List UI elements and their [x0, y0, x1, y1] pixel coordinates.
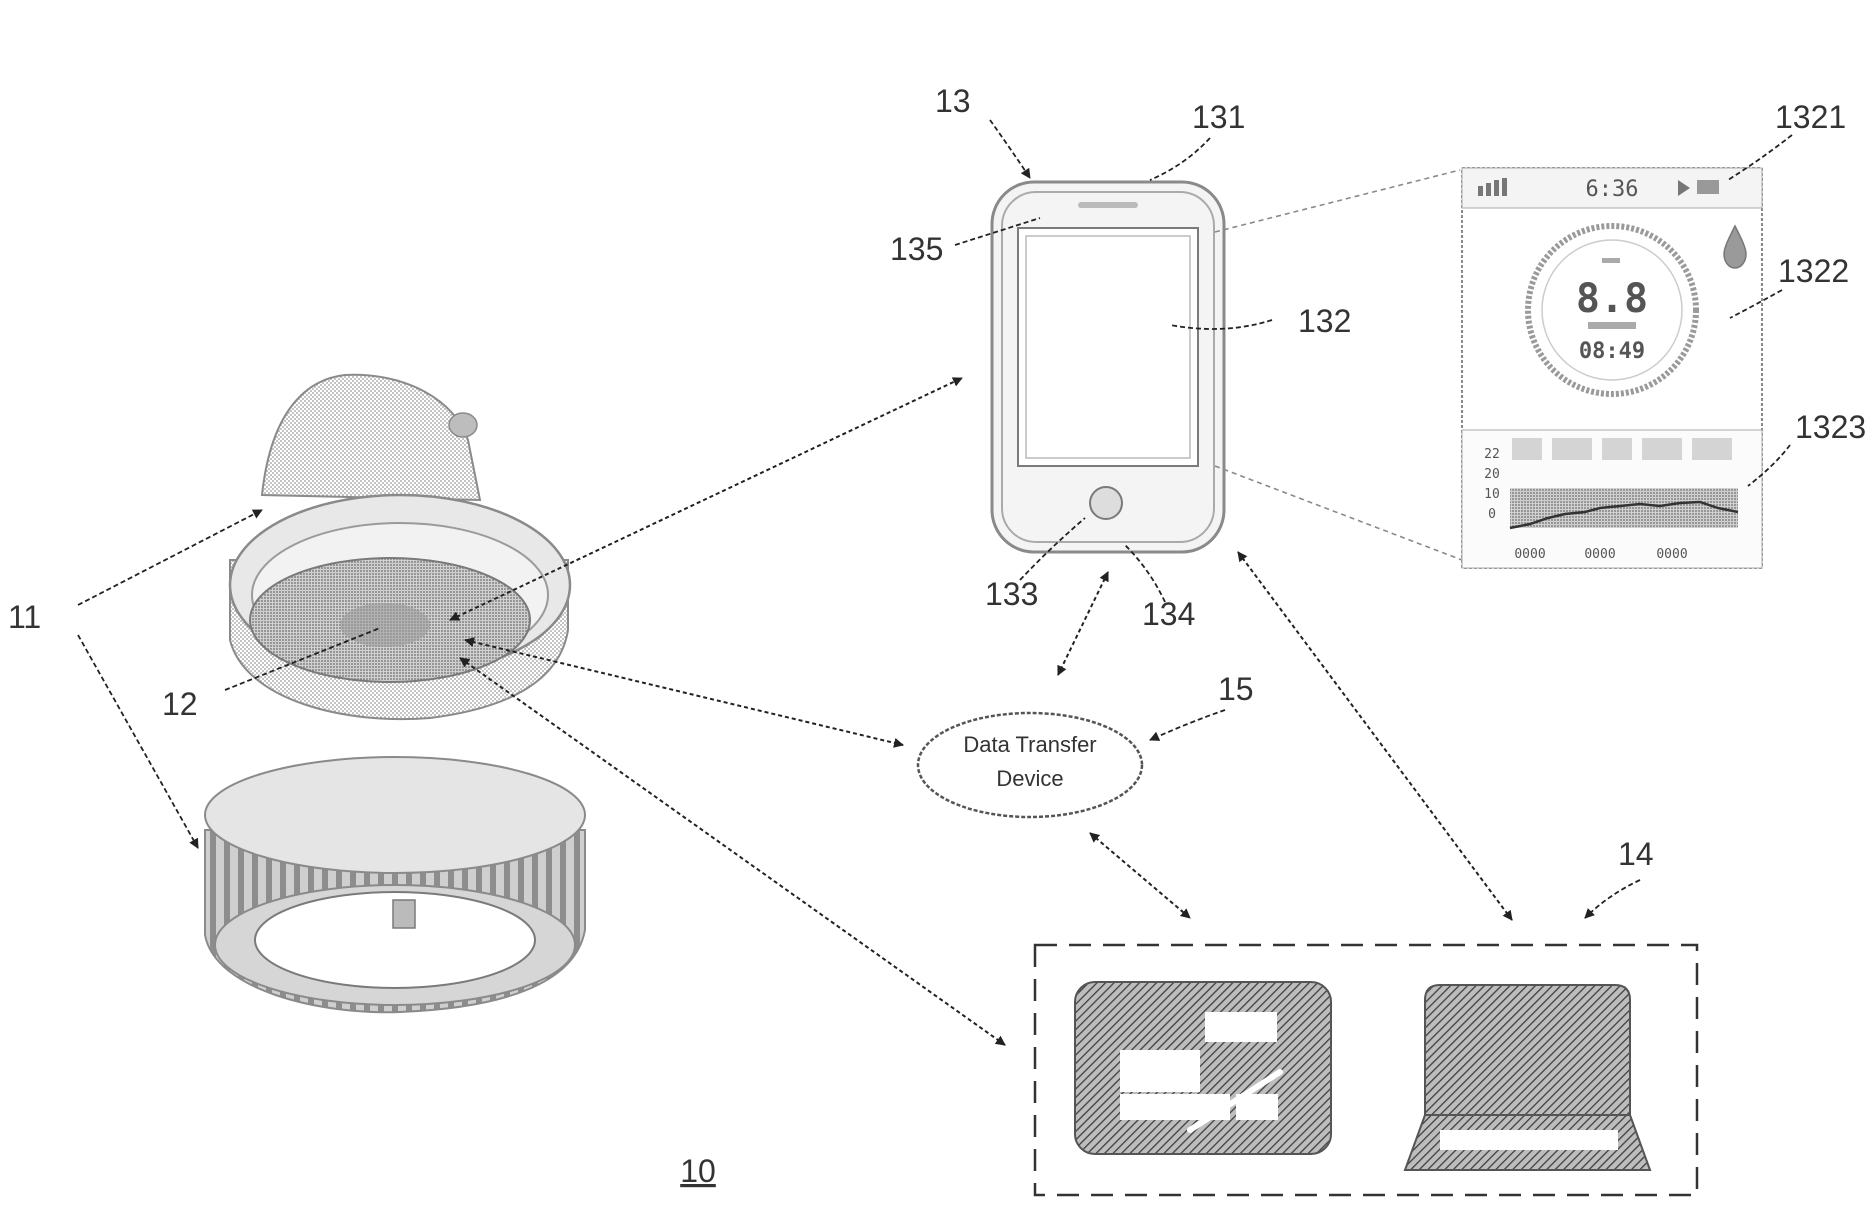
screen-projection-lines	[1215, 170, 1462, 560]
base-ring-notch	[393, 900, 415, 928]
status-time: 6:36	[1586, 177, 1639, 202]
ref-11: 11	[8, 599, 41, 635]
smartphone	[992, 182, 1224, 552]
ref-1322: 1322	[1778, 253, 1849, 289]
leader-15	[1150, 710, 1225, 740]
ref-13: 13	[935, 83, 971, 119]
graph-y-tick: 10	[1484, 487, 1500, 502]
battery-icon	[1697, 180, 1719, 194]
ref-1321: 1321	[1775, 99, 1846, 135]
arrow-sensor-to-phone	[450, 378, 962, 620]
graph-x-tick: 0000	[1584, 547, 1615, 562]
reading-time: 08:49	[1579, 339, 1645, 364]
data-transfer-device-oval	[918, 713, 1142, 817]
leader-13	[990, 120, 1030, 178]
applicator-cap-knob	[449, 413, 477, 437]
applicator-base-ring	[205, 757, 585, 1012]
phone-speaker	[1078, 202, 1138, 208]
arrow-data-transfer-to-computers	[1090, 833, 1190, 918]
arrow-phone-to-data-transfer	[1058, 572, 1108, 675]
tablet-widget-a	[1205, 1012, 1277, 1042]
leader-134	[1125, 545, 1165, 602]
laptop-device	[1405, 985, 1650, 1170]
graph-x-tick: 0000	[1656, 547, 1687, 562]
ref-131: 131	[1192, 99, 1245, 135]
phone-home-button	[1090, 487, 1122, 519]
tablet-body	[1075, 982, 1331, 1154]
reading-unit-bar	[1588, 322, 1636, 329]
projection-line-top	[1215, 170, 1460, 232]
data-transfer-device-label-line2: Device	[996, 766, 1063, 791]
ref-135: 135	[890, 231, 943, 267]
ref-1323: 1323	[1795, 409, 1866, 445]
data-transfer-device: Data Transfer Device	[918, 713, 1142, 817]
leader-14	[1585, 880, 1640, 918]
arrow-phone-to-computers	[1238, 552, 1512, 920]
reading-value: 8.8	[1576, 276, 1648, 322]
graph-y-tick: 20	[1484, 467, 1500, 482]
projection-line-bottom	[1215, 466, 1462, 560]
leader-131	[1150, 138, 1210, 180]
tablet-widget-b	[1120, 1050, 1200, 1092]
graph-target-band	[1510, 488, 1738, 528]
applicator-cap	[262, 375, 480, 500]
data-transfer-device-label-line1: Data Transfer	[963, 732, 1096, 757]
ref-133: 133	[985, 576, 1038, 612]
laptop-screen	[1425, 985, 1630, 1115]
computing-devices-group	[1035, 945, 1697, 1195]
base-ring-top	[205, 757, 585, 873]
reading-label-top	[1602, 258, 1620, 263]
app-screen-detail: 6:36 8.8 08:49 22 20 10 0 0000 0000 0000	[1462, 168, 1762, 568]
tablet-device	[1075, 982, 1331, 1154]
leader-11-to-base-ring	[78, 635, 198, 848]
graph-x-axis-ticks: 0000 0000 0000	[1514, 547, 1687, 562]
sensor-patch-center	[340, 603, 430, 647]
phone-screen	[1018, 228, 1198, 466]
ref-132: 132	[1298, 303, 1351, 339]
figure-number: 10	[680, 1153, 716, 1189]
graph-y-tick: 0	[1488, 507, 1496, 522]
ref-15: 15	[1218, 671, 1254, 707]
graph-y-tick: 22	[1484, 447, 1500, 462]
graph-x-tick: 0000	[1514, 547, 1545, 562]
ref-14: 14	[1618, 836, 1654, 872]
ref-12: 12	[162, 686, 198, 722]
ref-134: 134	[1142, 596, 1195, 632]
laptop-keyboard	[1440, 1130, 1618, 1150]
